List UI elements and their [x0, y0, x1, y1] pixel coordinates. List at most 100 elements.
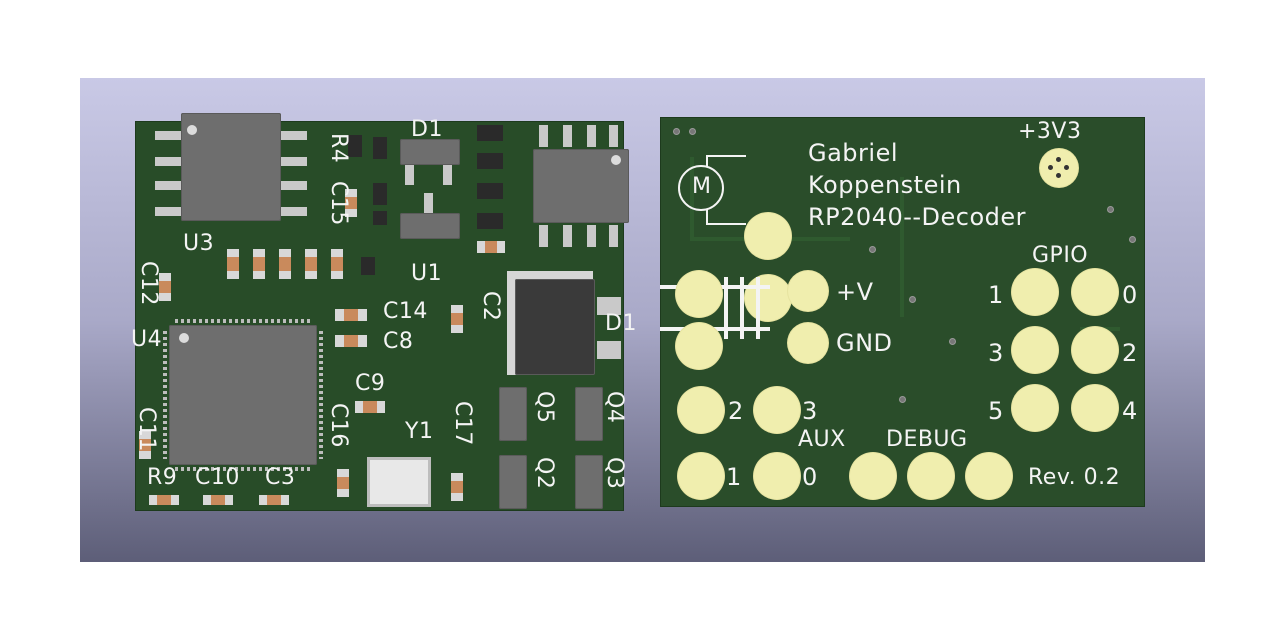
u3-pin: [155, 131, 181, 140]
label-r9: R9: [147, 465, 178, 490]
c17-capacitor: [451, 473, 463, 502]
motor-pad-1[interactable]: [745, 213, 791, 259]
q2-transistor: [499, 455, 527, 509]
aux-1-pad[interactable]: [678, 453, 724, 499]
c12-capacitor: [159, 273, 171, 302]
d1-pin: [597, 297, 621, 315]
u3-pin: [281, 131, 307, 140]
gpio-1-label: 1: [988, 281, 1004, 309]
label-c2: C2: [478, 291, 503, 322]
trace: [900, 177, 904, 317]
pad-hole: [1048, 165, 1053, 170]
author-first-name: Gabriel: [808, 139, 899, 167]
plus-v-pad[interactable]: [788, 271, 828, 311]
d1-pin: [597, 341, 621, 359]
motor-wire: [706, 155, 708, 167]
label-c9: C9: [355, 371, 386, 396]
gpio-0-label: 0: [1122, 281, 1138, 309]
gpio-3-pad[interactable]: [1012, 327, 1058, 373]
gpio-5-pad[interactable]: [1012, 385, 1058, 431]
aux-header-label: AUX: [798, 427, 846, 452]
v33-label: +3V3: [1018, 119, 1082, 144]
label-y1: Y1: [405, 419, 434, 444]
small-diode: [361, 257, 375, 275]
aux-3-pad[interactable]: [754, 387, 800, 433]
ic-pin: [539, 125, 548, 147]
motor-pad-2[interactable]: [745, 275, 791, 321]
ic-pin: [539, 225, 548, 247]
label-c10: C10: [195, 465, 240, 490]
revision-label: Rev. 0.2: [1028, 465, 1121, 490]
project-name: RP2040--Decoder: [808, 203, 1027, 231]
label-c11: C11: [134, 407, 159, 452]
gnd-pad[interactable]: [788, 323, 828, 363]
aux-1-label: 1: [726, 463, 742, 491]
gpio-2-pad[interactable]: [1072, 327, 1118, 373]
aux-0-pad[interactable]: [754, 453, 800, 499]
ic-pin: [563, 225, 572, 247]
via: [910, 297, 915, 302]
label-q5: Q5: [532, 391, 557, 424]
label-u1: U1: [411, 261, 443, 286]
debug-pad-1[interactable]: [850, 453, 896, 499]
u4-pin-col-right: [319, 331, 323, 459]
u3-pin: [155, 207, 181, 216]
u4-pin-col-left: [163, 331, 167, 459]
c9-capacitor: [355, 401, 386, 413]
ic-pin: [563, 125, 572, 147]
debug-pad-3[interactable]: [966, 453, 1012, 499]
u4-pin1-dot: [179, 333, 189, 343]
track-pad-1[interactable]: [676, 271, 722, 317]
label-c12: C12: [136, 261, 161, 306]
track-pad-2[interactable]: [676, 323, 722, 369]
small-transistor: [373, 183, 387, 205]
pad-hole: [1064, 165, 1069, 170]
ic-pin: [587, 225, 596, 247]
q4-transistor: [575, 387, 603, 441]
resistor: [331, 249, 343, 280]
aux-0-label: 0: [802, 463, 818, 491]
u3-pin: [281, 157, 307, 166]
debug-pad-2[interactable]: [908, 453, 954, 499]
ic-pin: [609, 225, 618, 247]
motor-wire: [706, 223, 746, 225]
c10-capacitor: [203, 495, 234, 505]
q5-transistor: [499, 387, 527, 441]
via: [690, 129, 695, 134]
label-c16: C16: [326, 403, 351, 448]
ic-pin: [609, 125, 618, 147]
label-c8: C8: [383, 329, 414, 354]
label-q4: Q4: [602, 391, 627, 424]
c14-capacitor: [335, 309, 368, 321]
label-d1: D1: [605, 311, 637, 336]
gpio-0-pad[interactable]: [1072, 269, 1118, 315]
gpio-4-label: 4: [1122, 397, 1138, 425]
u1-ic-body: [400, 213, 460, 239]
u1-pin: [405, 165, 414, 185]
c15-capacitor: [345, 189, 357, 218]
pcb-front-side: U3 R4 C15 D1 U1: [131, 113, 636, 511]
motor-wire: [706, 209, 708, 225]
plus-v-label: +V: [836, 278, 874, 306]
motor-label: M: [692, 174, 712, 199]
v33-pad[interactable]: [1040, 149, 1078, 187]
u1-ic: [400, 139, 460, 165]
r4-resistor: [348, 135, 362, 157]
ic-pin: [587, 125, 596, 147]
pad-hole: [1056, 157, 1061, 162]
aux-2-pad[interactable]: [678, 387, 724, 433]
u4-rp2040: [169, 325, 317, 465]
u3-pin: [155, 157, 181, 166]
u3-ic: [181, 113, 281, 221]
debug-header-label: DEBUG: [886, 427, 968, 452]
3d-viewer-canvas[interactable]: U3 R4 C15 D1 U1: [80, 78, 1205, 562]
label-q2: Q2: [532, 457, 557, 490]
u3-pin: [155, 181, 181, 190]
u4-pin-row-top: [175, 319, 311, 323]
small-transistor: [477, 125, 503, 141]
gpio-4-pad[interactable]: [1072, 385, 1118, 431]
small-diode: [373, 211, 387, 225]
y1-crystal: [367, 457, 431, 507]
c16-capacitor: [337, 469, 349, 498]
gpio-1-pad[interactable]: [1012, 269, 1058, 315]
